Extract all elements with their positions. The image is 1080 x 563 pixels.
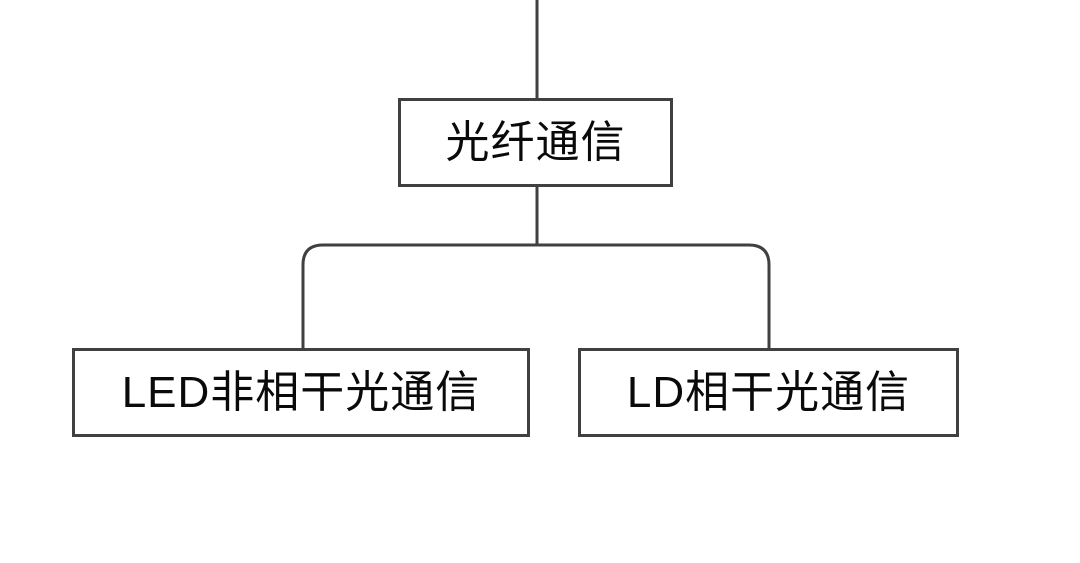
edge-branch — [301, 243, 771, 348]
node-label: LD相干光通信 — [626, 367, 911, 417]
node-label: 光纤通信 — [445, 117, 626, 167]
node-ld-coherent-optical-communication: LD相干光通信 — [578, 348, 959, 437]
node-optical-fiber-communication: 光纤通信 — [398, 98, 673, 187]
node-led-noncoherent-optical-communication: LED非相干光通信 — [72, 348, 530, 437]
node-label: LED非相干光通信 — [121, 367, 481, 417]
